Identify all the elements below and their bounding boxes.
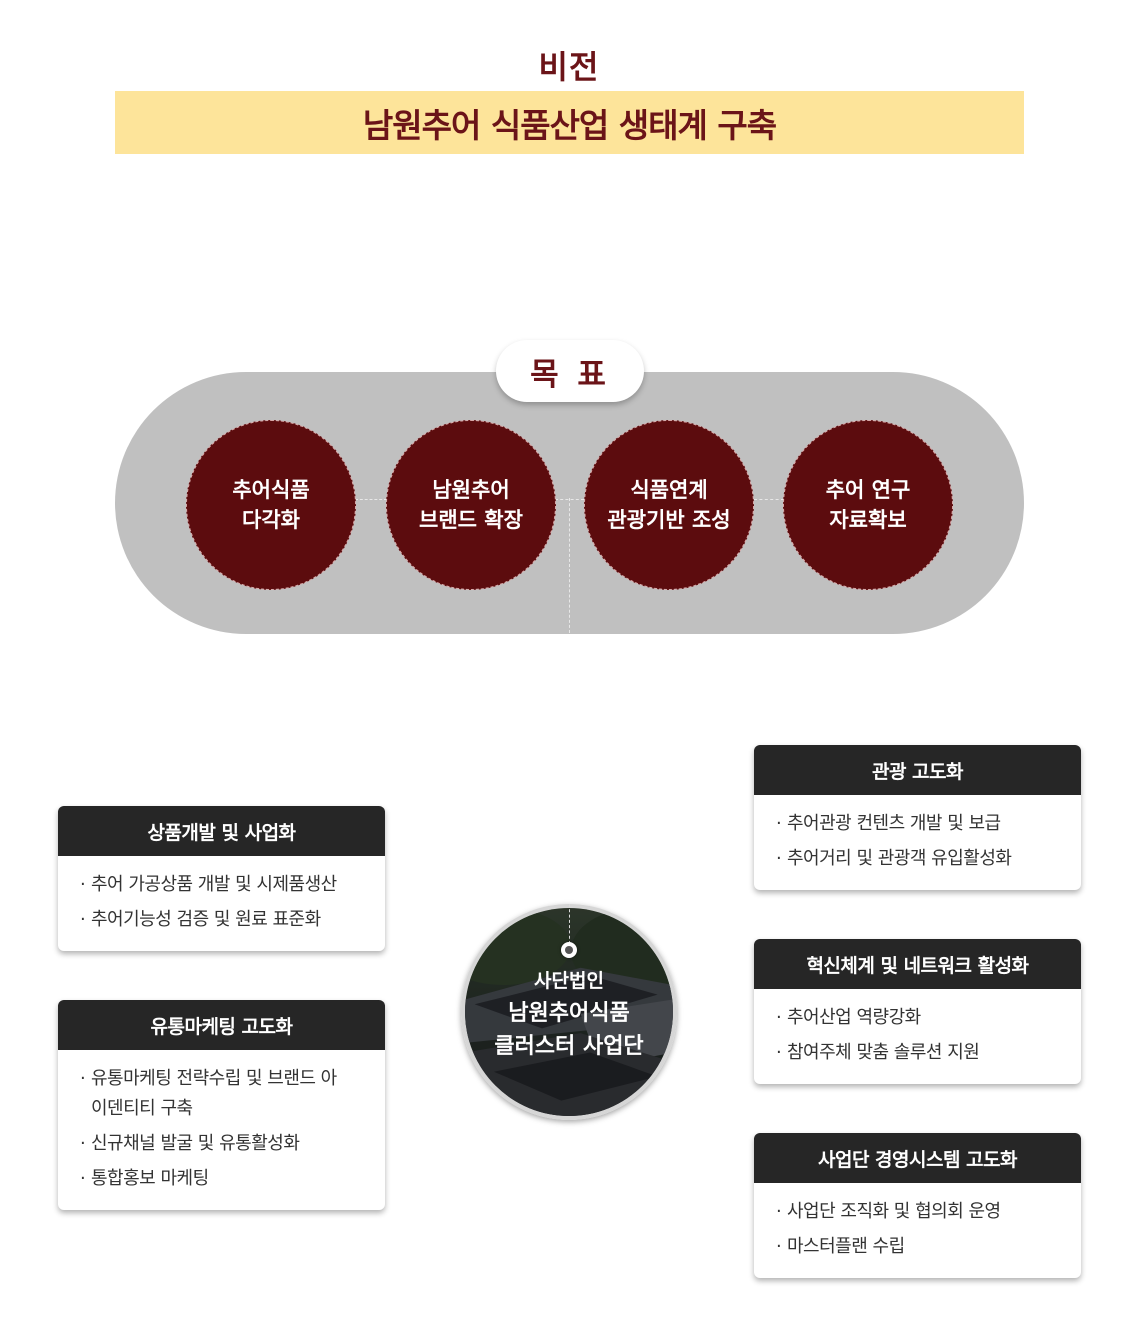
bullet: · — [80, 874, 86, 895]
card-list-item: · 추어기능성 검증 및 원료 표준화 — [80, 905, 367, 935]
goal-circle-food-diversification: 추어식품 다각화 — [186, 420, 356, 590]
goal-connector-line — [555, 499, 584, 500]
card-tourism: 관광 고도화 · 추어관광 컨텐츠 개발 및 보급 · 추어거리 및 관광객 유… — [754, 745, 1081, 890]
card-body: · 유통마케팅 전략수립 및 브랜드 아이덴티티 구축 · 신규채널 발굴 및 … — [58, 1050, 385, 1210]
bullet: · — [776, 1007, 782, 1028]
center-text-line1: 사단법인 — [534, 970, 604, 992]
goal-text-line2: 브랜드 확장 — [419, 508, 523, 532]
bullet: · — [80, 1068, 86, 1089]
card-title: 상품개발 및 사업화 — [58, 806, 385, 856]
goal-text-line1: 추어식품 — [232, 478, 310, 502]
bullet: · — [80, 909, 86, 930]
vision-text: 남원추어 식품산업 생태계 구축 — [362, 105, 777, 145]
card-body: · 추어 가공상품 개발 및 시제품생산 · 추어기능성 검증 및 원료 표준화 — [58, 856, 385, 951]
goal-text-line2: 관광기반 조성 — [607, 508, 731, 532]
card-title: 유통마케팅 고도화 — [58, 1000, 385, 1050]
goal-label: 목 표 — [496, 340, 644, 402]
bullet: · — [80, 1133, 86, 1154]
vision-label: 비전 — [538, 48, 600, 86]
goal-circle-tourism-base: 식품연계 관광기반 조성 — [584, 420, 754, 590]
card-list-item: · 통합홍보 마케팅 — [80, 1164, 367, 1194]
bullet: · — [776, 848, 782, 869]
goal-text-line1: 식품연계 — [630, 478, 708, 502]
card-distribution-marketing: 유통마케팅 고도화 · 유통마케팅 전략수립 및 브랜드 아이덴티티 구축 · … — [58, 1000, 385, 1210]
card-product-development: 상품개발 및 사업화 · 추어 가공상품 개발 및 시제품생산 · 추어기능성 … — [58, 806, 385, 951]
bullet: · — [776, 813, 782, 834]
card-body: · 사업단 조직화 및 협의회 운영 · 마스터플랜 수립 — [754, 1183, 1081, 1278]
card-list-item: · 추어거리 및 관광객 유입활성화 — [776, 844, 1063, 874]
card-list-item: · 추어관광 컨텐츠 개발 및 보급 — [776, 809, 1063, 839]
card-item-text: 추어 가공상품 개발 및 시제품생산 — [91, 874, 337, 895]
card-list-item: · 추어산업 역량강화 — [776, 1003, 1063, 1033]
goal-circle-research-data: 추어 연구 자료확보 — [783, 420, 953, 590]
card-title: 혁신체계 및 네트워크 활성화 — [754, 939, 1081, 989]
goal-text-line2: 자료확보 — [829, 508, 907, 532]
card-list-item: · 사업단 조직화 및 협의회 운영 — [776, 1197, 1063, 1227]
goal-text-line1: 남원추어 — [432, 478, 510, 502]
bullet: · — [776, 1236, 782, 1257]
card-item-text: 추어기능성 검증 및 원료 표준화 — [91, 909, 321, 930]
card-innovation-network: 혁신체계 및 네트워크 활성화 · 추어산업 역량강화 · 참여주체 맞춤 솔루… — [754, 939, 1081, 1084]
center-text-line2: 남원추어식품 — [508, 1001, 630, 1026]
goal-connector-line — [355, 499, 387, 500]
card-item-text: 신규채널 발굴 및 유통활성화 — [91, 1133, 300, 1154]
card-item-text: 참여주체 맞춤 솔루션 지원 — [787, 1042, 980, 1063]
card-item-text: 마스터플랜 수립 — [787, 1236, 905, 1257]
goal-text-line1: 추어 연구 — [825, 478, 911, 502]
card-item-text: 통합홍보 마케팅 — [91, 1168, 209, 1189]
card-list-item: · 추어 가공상품 개발 및 시제품생산 — [80, 870, 367, 900]
card-list-item: · 신규채널 발굴 및 유통활성화 — [80, 1129, 367, 1159]
card-body: · 추어산업 역량강화 · 참여주체 맞춤 솔루션 지원 — [754, 989, 1081, 1084]
bullet: · — [776, 1042, 782, 1063]
center-text-line3: 클러스터 사업단 — [494, 1034, 644, 1059]
bullet: · — [80, 1168, 86, 1189]
card-item-text: 유통마케팅 전략수립 및 브랜드 아이덴티티 구축 — [91, 1068, 337, 1119]
card-body: · 추어관광 컨텐츠 개발 및 보급 · 추어거리 및 관광객 유입활성화 — [754, 795, 1081, 890]
card-list-item: · 마스터플랜 수립 — [776, 1232, 1063, 1262]
bullet: · — [776, 1201, 782, 1222]
card-item-text: 추어산업 역량강화 — [787, 1007, 921, 1028]
card-management-system: 사업단 경영시스템 고도화 · 사업단 조직화 및 협의회 운영 · 마스터플랜… — [754, 1133, 1081, 1278]
card-item-text: 사업단 조직화 및 협의회 운영 — [787, 1201, 1001, 1222]
card-item-text: 추어관광 컨텐츠 개발 및 보급 — [787, 813, 1001, 834]
vision-banner: 남원추어 식품산업 생태계 구축 — [115, 91, 1024, 154]
goal-connector-line — [754, 499, 784, 500]
card-title: 관광 고도화 — [754, 745, 1081, 795]
goal-text-line2: 다각화 — [242, 508, 300, 532]
card-list-item: · 참여주체 맞춤 솔루션 지원 — [776, 1038, 1063, 1068]
card-title: 사업단 경영시스템 고도화 — [754, 1133, 1081, 1183]
goal-circle-brand-expansion: 남원추어 브랜드 확장 — [386, 420, 556, 590]
center-label: 사단법인 남원추어식품 클러스터 사업단 — [461, 965, 677, 1063]
card-item-text: 추어거리 및 관광객 유입활성화 — [787, 848, 1012, 869]
card-list-item: · 유통마케팅 전략수립 및 브랜드 아이덴티티 구축 — [80, 1064, 367, 1124]
pin-icon — [561, 942, 577, 958]
goal-divider-line — [569, 498, 570, 633]
center-connector-line — [569, 904, 570, 944]
